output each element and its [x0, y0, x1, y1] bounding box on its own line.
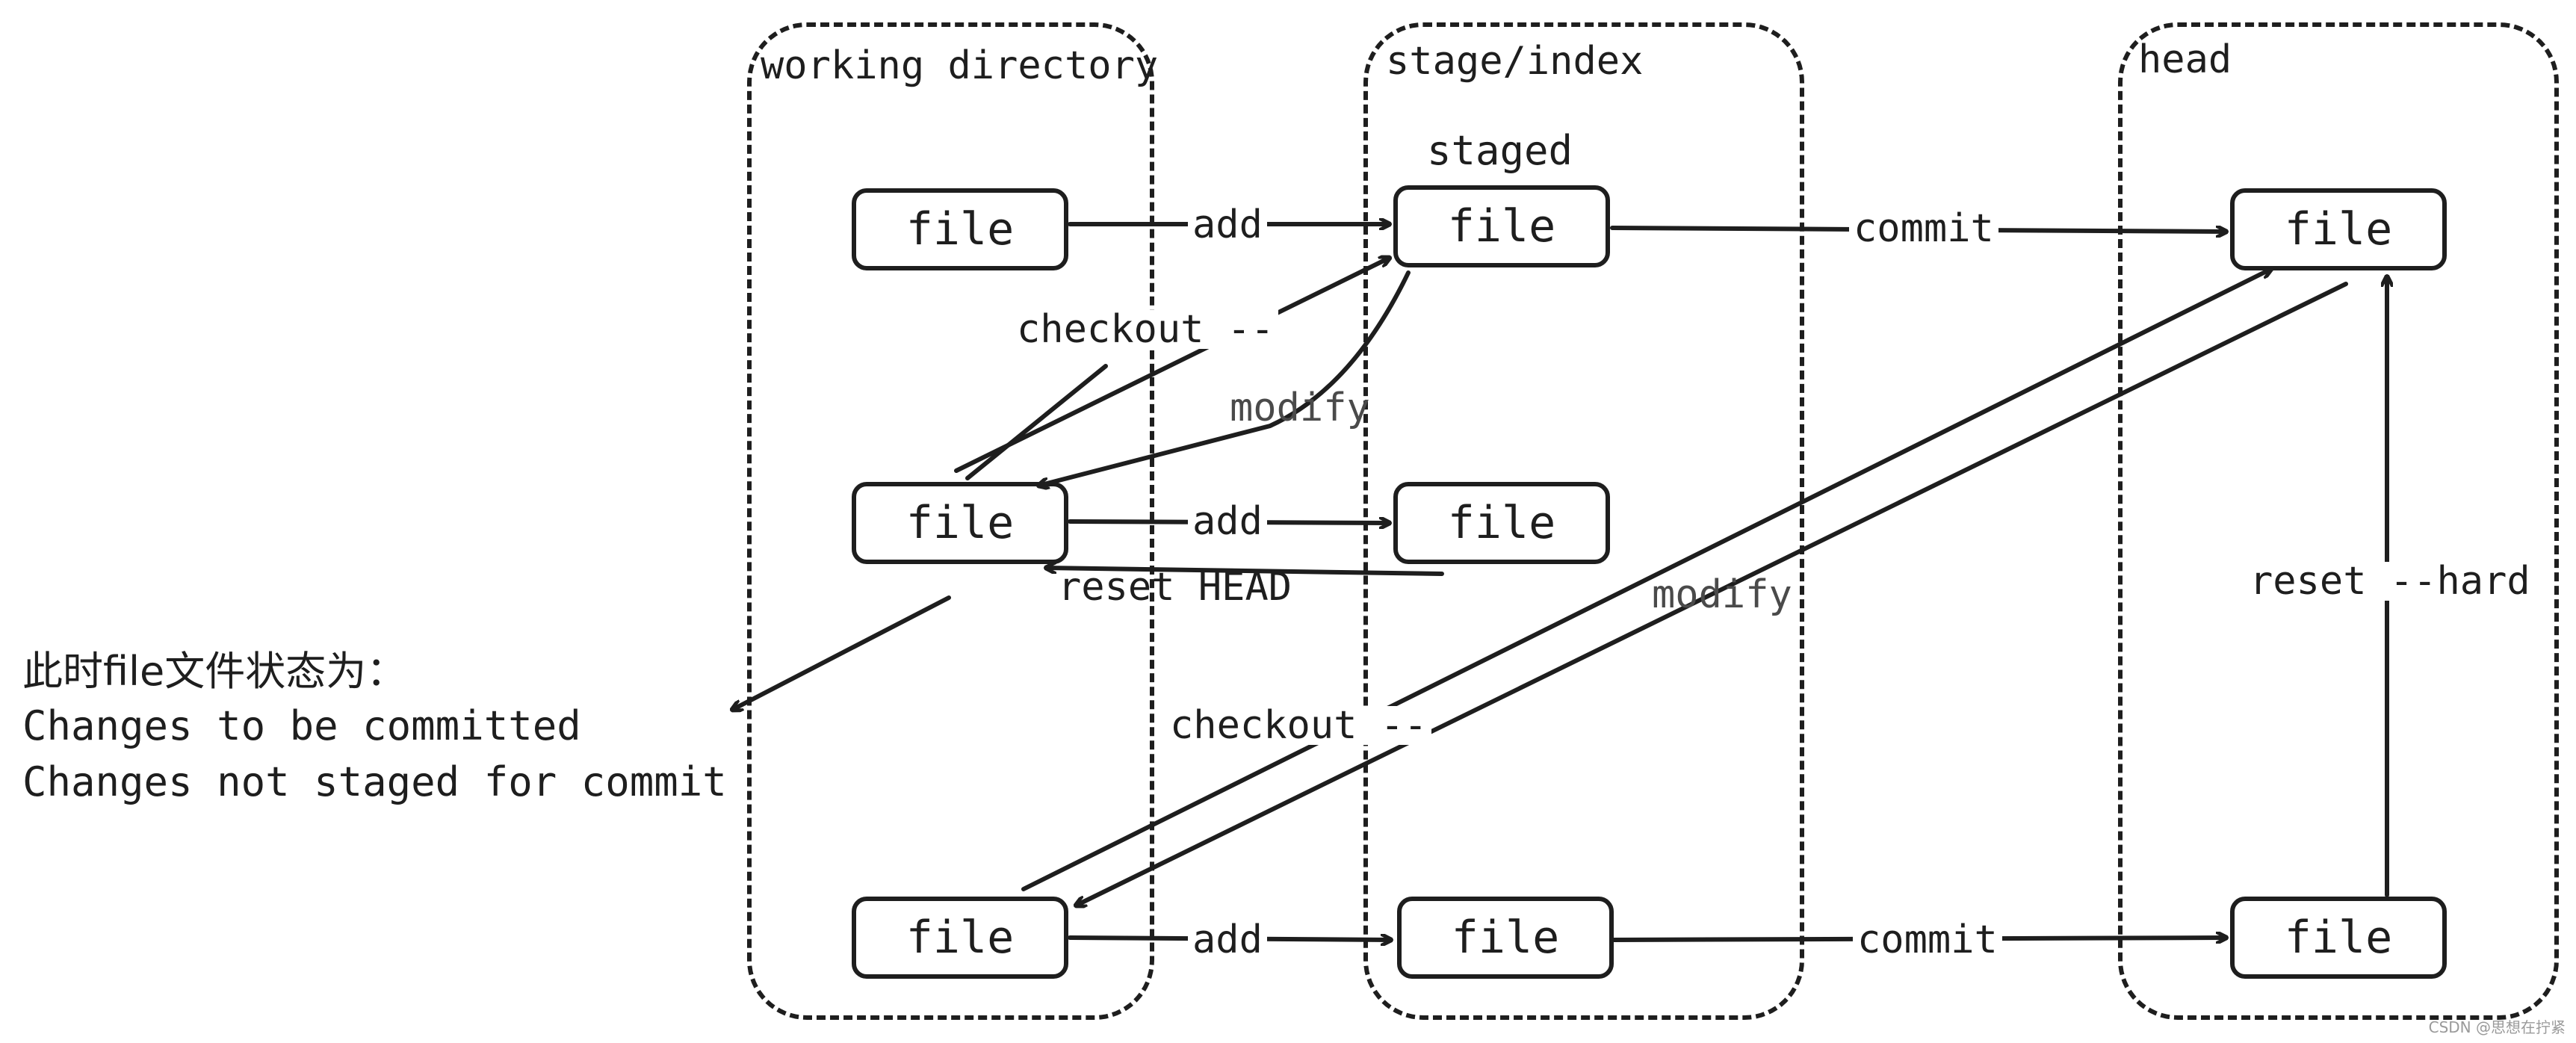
file-node-working-3: file	[852, 897, 1068, 979]
file-node-stage-2: file	[1393, 482, 1610, 564]
stage-index-title: stage/index	[1386, 39, 1644, 84]
edge-label-modify-2: modify	[1652, 572, 1792, 617]
head-title: head	[2138, 37, 2232, 82]
edge-label-commit-2: commit	[1853, 920, 2002, 959]
edge-label-commit-1: commit	[1849, 209, 1998, 248]
file-node-head-3: file	[2230, 897, 2447, 979]
edge-modify-1	[1038, 270, 1411, 486]
edge-label-add-2: add	[1188, 502, 1267, 541]
working-directory-title: working directory	[761, 43, 1159, 88]
edge-to-note	[732, 595, 951, 710]
note-line-3: Changes not staged for commit	[22, 758, 727, 805]
file-node-stage-3: file	[1397, 897, 1614, 979]
note-line-2: Changes to be committed	[22, 702, 581, 749]
file-node-working-1: file	[852, 188, 1068, 270]
edge-label-checkout-1: checkout --	[1012, 310, 1279, 349]
edge-label-reset-hard: reset --hard	[2245, 562, 2535, 601]
staged-label: staged	[1427, 127, 1573, 174]
note-line-1: 此时file文件状态为：	[22, 648, 407, 695]
edge-checkout-2	[1021, 269, 2271, 891]
edge-label-reset-head: reset HEAD	[1058, 565, 1292, 610]
edge-modify-2	[1076, 282, 2348, 906]
edge-label-add-1: add	[1188, 205, 1267, 244]
watermark: CSDN @思想在拧紧	[2428, 1018, 2566, 1036]
edge-label-checkout-2: checkout --	[1165, 706, 1432, 745]
file-node-head-1: file	[2230, 188, 2447, 270]
edge-label-modify-1: modify	[1230, 386, 1370, 430]
edge-checkout-1	[954, 258, 1390, 473]
edge-reset-head	[1044, 568, 1444, 576]
file-node-working-2: file	[852, 482, 1068, 564]
head-region	[2118, 22, 2559, 1020]
file-node-stage-1: file	[1393, 185, 1610, 267]
edge-label-add-3: add	[1188, 920, 1267, 959]
